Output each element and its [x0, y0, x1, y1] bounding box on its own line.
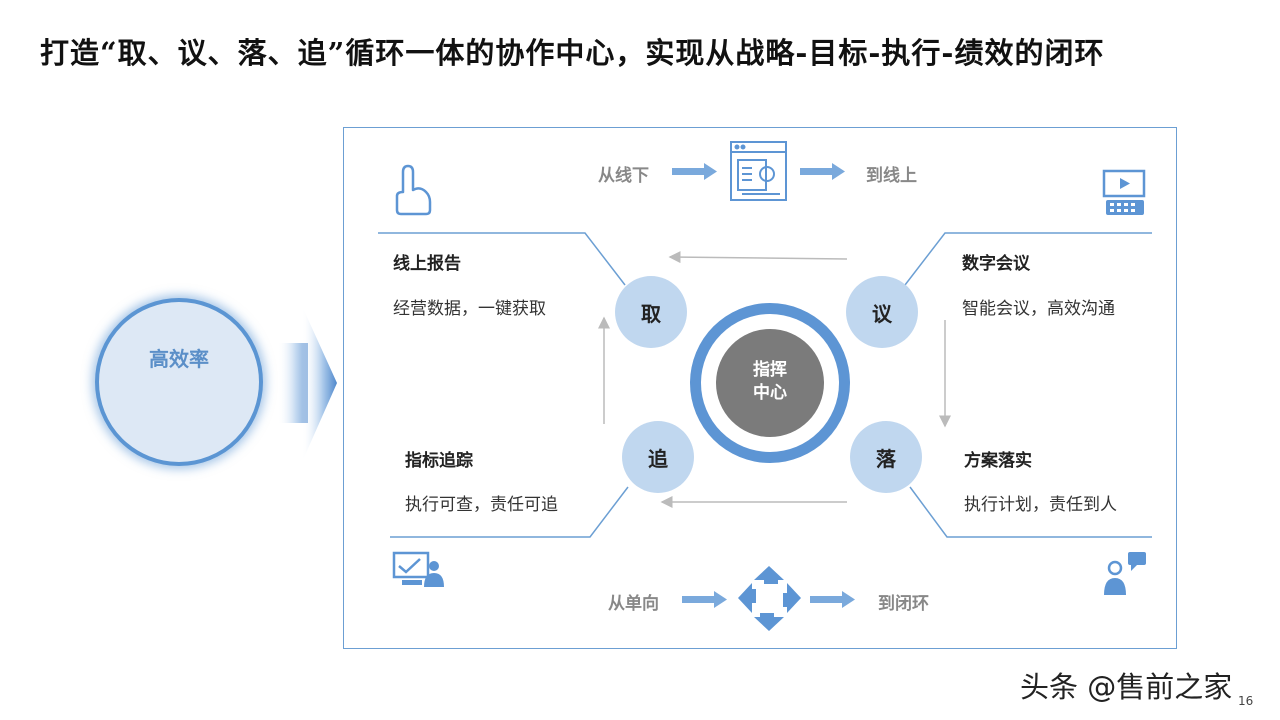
node-luo: 落 — [850, 421, 922, 493]
quadrant-lines — [378, 232, 1152, 538]
center-hub — [716, 329, 824, 437]
node-zhui: 追 — [622, 421, 694, 493]
node-qu: 取 — [615, 276, 687, 348]
cycle-arrows-icon — [738, 566, 801, 631]
bottom-flow-from: 从单向 — [608, 594, 659, 614]
quadrant-top-left-title: 线上报告 — [393, 254, 461, 274]
page-title: 打造“取、议、落、追”循环一体的协作中心，实现从战略-目标-执行-绩效的闭环 — [40, 36, 1105, 70]
user-chat-icon — [1104, 552, 1146, 595]
top-flow-from: 从线下 — [598, 166, 649, 186]
center-hub-label: 指挥 中心 — [716, 359, 824, 405]
bottom-flow-arrows — [682, 591, 855, 608]
efficiency-badge — [95, 298, 263, 466]
quadrant-bottom-right-desc: 执行计划，责任到人 — [964, 495, 1117, 515]
node-yi: 议 — [846, 276, 918, 348]
online-form-icon — [730, 141, 787, 201]
efficiency-label: 高效率 — [149, 347, 209, 371]
quadrant-top-left-desc: 经营数据，一键获取 — [393, 299, 546, 319]
page-number: 16 — [1238, 694, 1254, 708]
pointing-hand-icon — [395, 164, 432, 216]
quadrant-top-right-desc: 智能会议，高效沟通 — [962, 299, 1115, 319]
watermark: 头条 @售前之家 — [1020, 670, 1233, 704]
quadrant-top-right-title: 数字会议 — [962, 254, 1030, 274]
presentation-icon — [392, 551, 444, 587]
top-flow-to: 到线上 — [866, 166, 917, 186]
quadrant-bottom-left-title: 指标追踪 — [405, 451, 473, 471]
top-flow-arrows — [672, 163, 845, 180]
video-terminal-icon — [1102, 169, 1146, 215]
quadrant-bottom-left-desc: 执行可查，责任可追 — [405, 495, 558, 515]
quadrant-bottom-right-title: 方案落实 — [964, 451, 1032, 471]
center-hub-label-line2: 中心 — [753, 383, 787, 403]
big-chevron-arrow — [278, 306, 337, 462]
bottom-flow-to: 到闭环 — [878, 594, 929, 614]
cycle-arrows — [598, 251, 951, 508]
main-frame — [343, 127, 1177, 649]
center-hub-label-line1: 指挥 — [753, 360, 787, 380]
